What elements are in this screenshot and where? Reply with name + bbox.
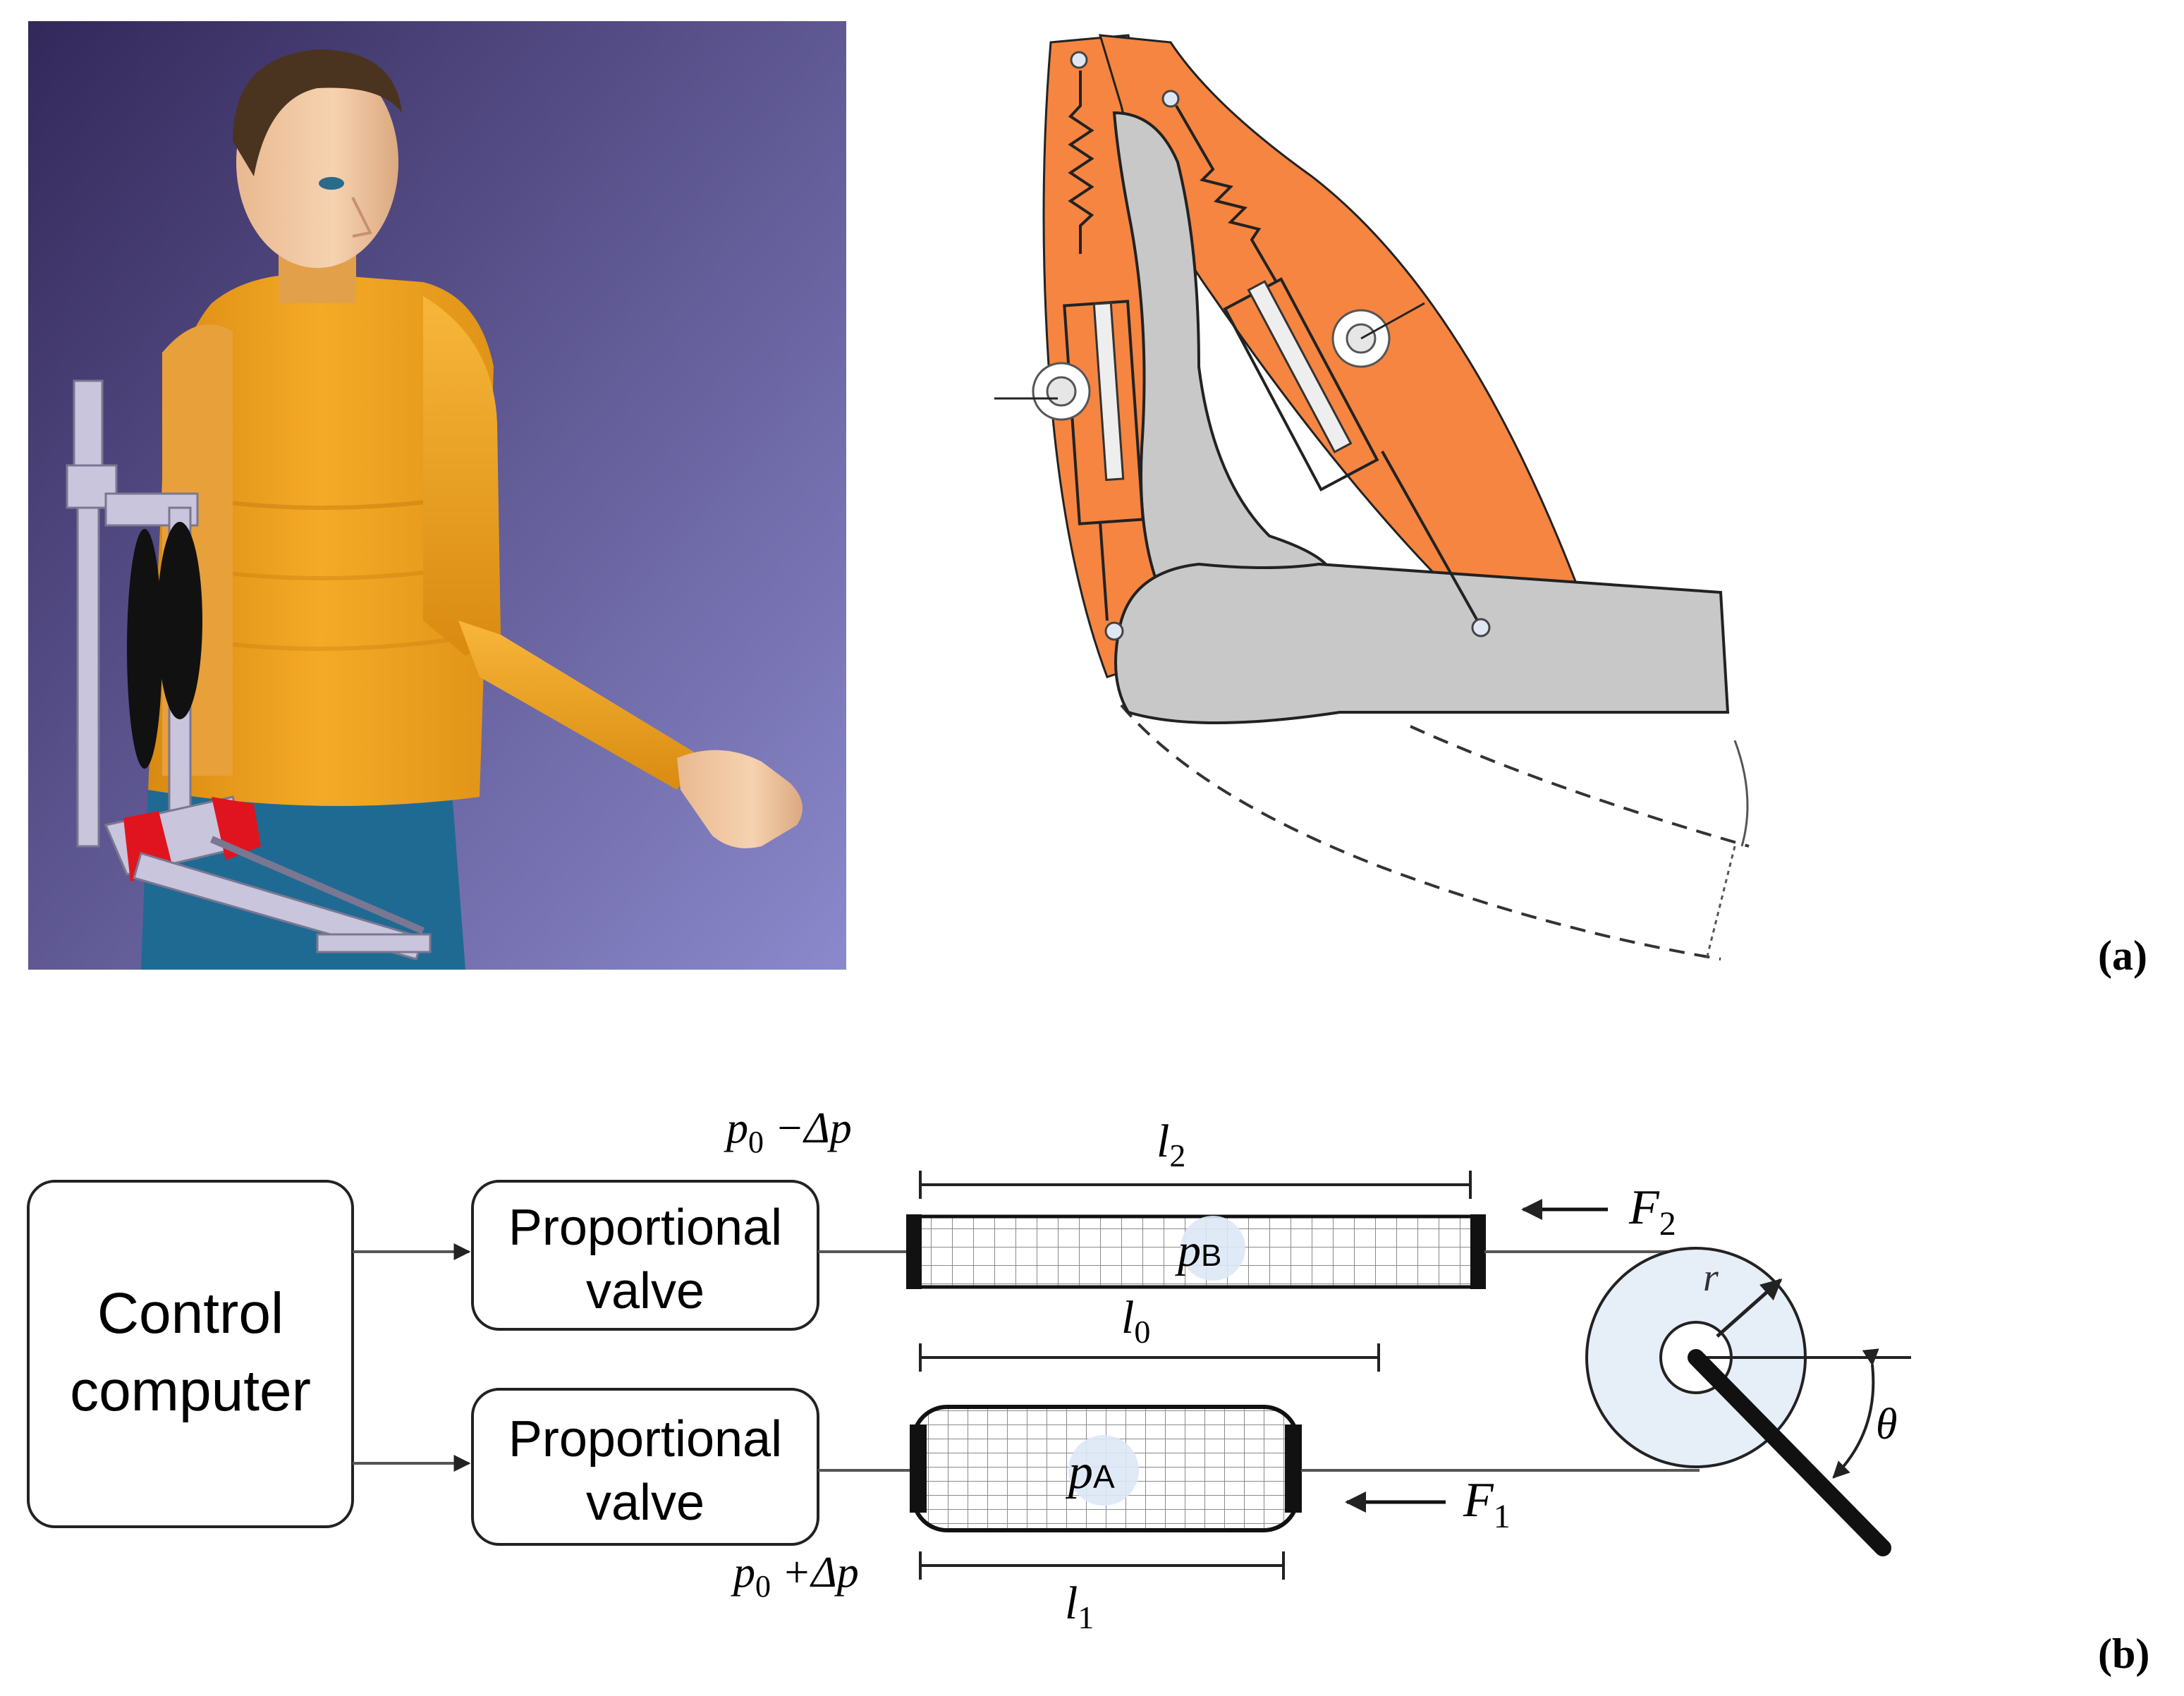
r-label: r: [1703, 1256, 1719, 1300]
hair: [233, 49, 402, 176]
pA-label: pA: [1065, 1445, 1115, 1499]
dashed-forearm-outline: [1120, 704, 1721, 960]
pressure-label-top: p0 −Δp: [724, 1104, 852, 1159]
pam-muscle-1: [127, 529, 162, 769]
pA-bubble: [1068, 1435, 1139, 1506]
valve-top-label-2: valve: [586, 1263, 704, 1319]
dimension-l2: [919, 1171, 1472, 1199]
dimension-l1: [919, 1551, 1285, 1580]
upper-arm-right: [423, 296, 501, 656]
theta-arc: [1832, 1348, 1879, 1479]
panel-label-b: (b): [2098, 1630, 2149, 1677]
valve-bottom-label-2: valve: [586, 1475, 704, 1531]
pressure-label-bottom: p0 +Δp: [731, 1549, 859, 1604]
lever-arm: [1688, 1349, 1891, 1556]
l0-label: l0: [1121, 1292, 1150, 1350]
control-computer-label-1: Control: [97, 1281, 283, 1346]
control-computer-label-2: computer: [70, 1359, 311, 1423]
forearm-right: [458, 621, 698, 790]
valve-top-label-1: Proportional: [508, 1200, 782, 1256]
proportional-valve-top: [471, 1180, 819, 1331]
radius-arrow: [1716, 1279, 1783, 1338]
forearm-bone: [1114, 562, 1730, 724]
F1-label: F1: [1463, 1473, 1511, 1535]
humanoid-exoskeleton-illustration: [28, 21, 846, 970]
proportional-valve-bottom: [471, 1388, 819, 1546]
panel-label-a: (a): [2098, 932, 2147, 979]
valve-bottom-label-1: Proportional: [508, 1411, 782, 1468]
hand: [677, 750, 803, 848]
torso-shirt: [148, 274, 494, 806]
exoskeleton-frame: [66, 379, 432, 960]
pam-muscle-2: [157, 522, 202, 719]
control-computer-box: [27, 1180, 354, 1528]
l1-label: l1: [1065, 1578, 1094, 1635]
forearm-rails: [133, 852, 425, 960]
dimension-l0: [919, 1343, 1380, 1372]
l2-label: l2: [1157, 1116, 1185, 1173]
pam-schematic: Control computer Proportional valve Prop…: [27, 1104, 1911, 1635]
theta-label: θ: [1876, 1401, 1897, 1448]
F2-label: F2: [1628, 1181, 1676, 1243]
elbow-muscle-sketch: [994, 34, 1750, 960]
pB-label: pB: [1175, 1225, 1221, 1276]
pB-bubble: [1181, 1216, 1245, 1281]
